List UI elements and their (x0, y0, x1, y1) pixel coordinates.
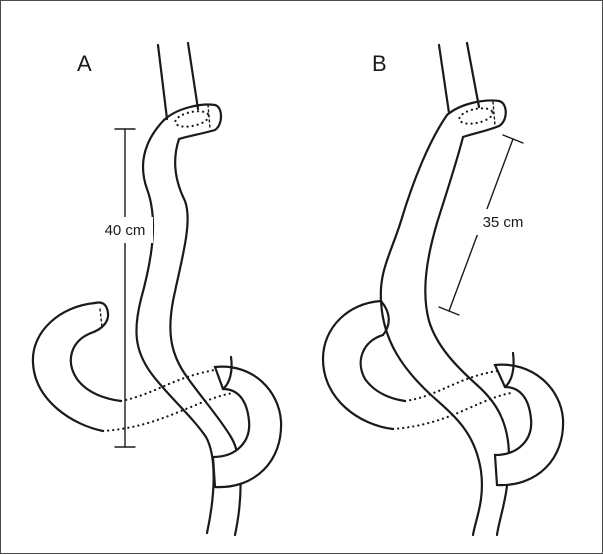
panel-b-label: B (372, 51, 387, 76)
panel-b-biliopancreatic-limb (323, 301, 517, 429)
panel-b-roux-limb (381, 115, 509, 535)
panel-b-measurement: 35 cm (439, 135, 531, 315)
panel-b: B (323, 43, 563, 535)
panel-a-gastric-pouch (163, 105, 221, 139)
panel-b-jejunojejunostomy (495, 353, 563, 485)
panel-a-measurement-label: 40 cm (105, 222, 146, 239)
panel-a-label: A (77, 51, 92, 76)
panel-b-gastric-pouch (447, 101, 506, 137)
panel-a: A (33, 43, 281, 535)
panel-b-measurement-label: 35 cm (483, 214, 524, 231)
panel-a-jejunojejunostomy (213, 357, 281, 487)
